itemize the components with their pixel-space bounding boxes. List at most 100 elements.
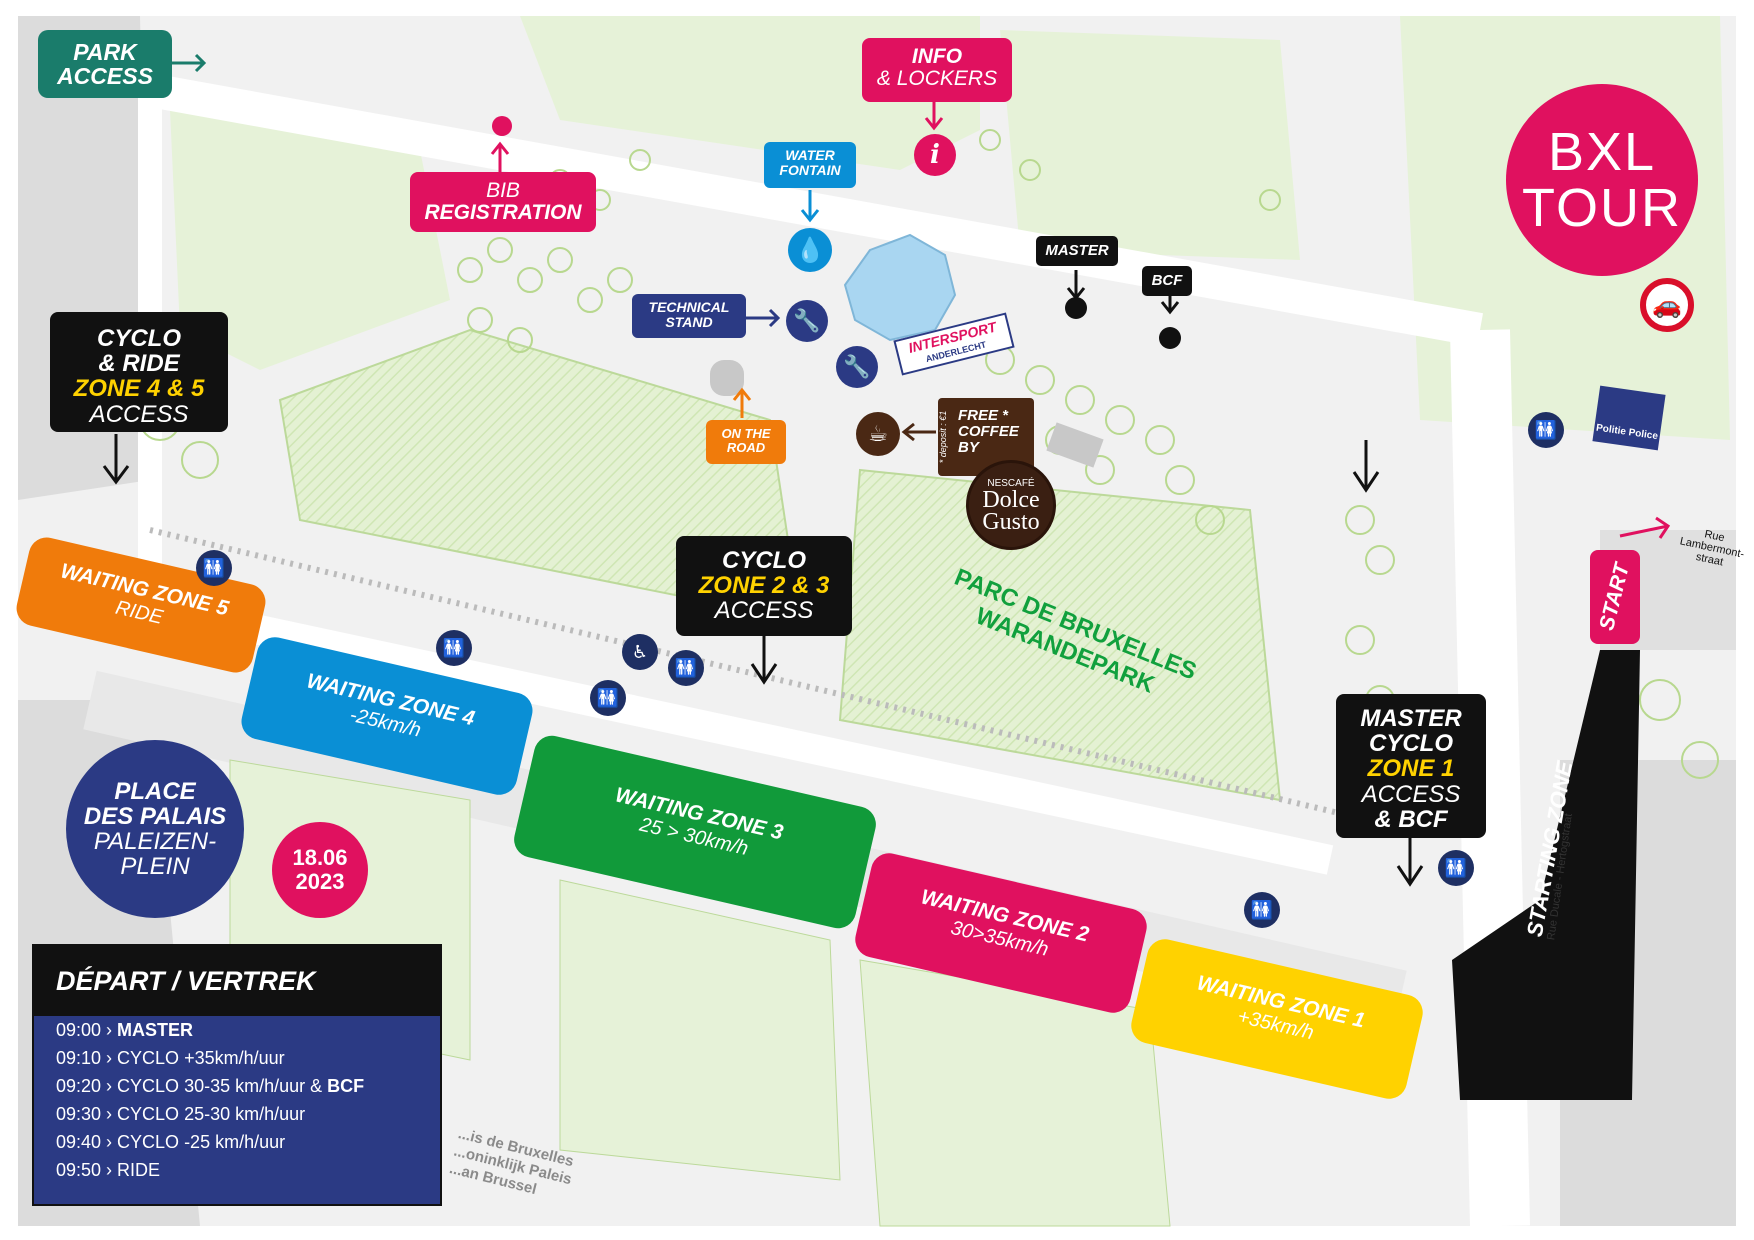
departure-row: 09:10 › CYCLO +35km/h/uur [56, 1048, 285, 1068]
technical-line1: TECHNICAL [648, 299, 730, 315]
departure-time: 09:00 [56, 1020, 102, 1040]
departure-row: 09:40 › CYCLO -25 km/h/uur [56, 1132, 286, 1152]
departure-time: 09:50 [56, 1160, 102, 1180]
access23-line2: ZONE 2 & 3 [698, 572, 830, 600]
master-tag: MASTER [1036, 236, 1118, 266]
coffee-deposit-note: * deposit : €1 [938, 410, 948, 464]
pavilion [710, 360, 744, 396]
police-label: Politie Police [1595, 422, 1659, 443]
water-line2: FONTAIN [779, 161, 841, 178]
place-line1: PLACE [114, 778, 196, 805]
departure-row: 09:20 › CYCLO 30-35 km/h/uur & BCF [56, 1076, 365, 1096]
info-line2: & LOCKERS [876, 67, 998, 91]
info-lockers-sign: INFO & LOCKERS [862, 38, 1012, 102]
kiosk [1046, 422, 1104, 468]
departure-schedule: DÉPART / VERTREK 09:00 › MASTER 09:10 › … [32, 944, 442, 1206]
wrench-icon-2: 🔧 [836, 346, 878, 388]
date-line1: 18.06 [292, 845, 348, 870]
access23-line3: ACCESS [714, 597, 814, 625]
access45-line3: ZONE 4 & 5 [73, 375, 205, 403]
starting-zone-strip [1452, 650, 1640, 1100]
access45-line2: & RIDE [98, 350, 180, 378]
logo-line1: BXL [1547, 122, 1657, 182]
toilet-icon: 🚻 [668, 650, 704, 686]
water-drop-icon: 💧 [788, 228, 832, 272]
departure-row: 09:30 › CYCLO 25-30 km/h/uur [56, 1104, 306, 1124]
info-line1: INFO [911, 45, 963, 68]
dolce-gusto-line2: Gusto [982, 508, 1040, 535]
departure-label: CYCLO -25 km/h/uur [117, 1132, 286, 1152]
place-line2: DES PALAIS [83, 803, 227, 830]
technical-stand-sign: TECHNICAL STAND [632, 294, 746, 338]
departure-title: DÉPART / VERTREK [34, 946, 440, 1016]
water-fontain-sign: WATER FONTAIN [764, 142, 856, 188]
date-line2: 2023 [295, 869, 345, 894]
departure-time: 09:40 [56, 1132, 102, 1152]
access1-line5: & BCF [1374, 805, 1448, 833]
departure-time: 09:20 [56, 1076, 102, 1096]
toilet-icon: 🚻 [590, 680, 626, 716]
departure-row: 09:00 › MASTER [56, 1020, 194, 1040]
coffee-sign: FREE * COFFEE BY [938, 398, 1034, 476]
police-sign: Politie Police [1592, 385, 1666, 451]
place-line3: PALEIZEN- [93, 828, 217, 855]
access45-line4: ACCESS [89, 400, 189, 428]
park-access-line1: PARK [73, 39, 137, 65]
on-the-road-line1: ON THE [721, 426, 771, 441]
bib-registration-sign: BIB REGISTRATION [410, 172, 596, 232]
departure-label: CYCLO +35km/h/uur [117, 1048, 285, 1068]
access23-line1: CYCLO [722, 547, 806, 574]
place-des-palais-badge: PLACE DES PALAIS PALEIZEN- PLEIN [66, 740, 244, 918]
access1-line2: CYCLO [1369, 730, 1453, 758]
lawn-north-west [170, 110, 450, 370]
bcf-tag: BCF [1142, 266, 1192, 296]
dolce-gusto-logo: NESCAFÉ Dolce Gusto [966, 460, 1056, 550]
departure-time: 09:10 [56, 1048, 102, 1068]
coffee-line3: BY [958, 438, 979, 456]
start-label: START [1595, 561, 1634, 633]
technical-line2: STAND [665, 313, 713, 330]
departure-label: CYCLO 30-35 km/h/uur & [117, 1076, 328, 1096]
coffee-line1: FREE * [958, 407, 1009, 424]
bib-line2: REGISTRATION [424, 201, 582, 225]
departure-label: CYCLO 25-30 km/h/uur [117, 1104, 306, 1124]
departure-label: MASTER [117, 1020, 194, 1040]
wrench-icon: 🔧 [786, 300, 828, 342]
water-line1: WATER [785, 147, 835, 163]
no-car-icon: 🚗 [1640, 278, 1694, 332]
dolce-gusto-line1: Dolce [982, 486, 1040, 513]
toilet-icon: 🚻 [1244, 892, 1280, 928]
date-badge: 18.06 2023 [272, 822, 368, 918]
access1-line3: ZONE 1 [1367, 755, 1455, 783]
toilet-icon: 🚻 [1438, 850, 1474, 886]
access1-line1: MASTER [1360, 705, 1462, 732]
departure-row: 09:50 › RIDE [56, 1160, 161, 1180]
access-zone-1-sign: MASTER CYCLO ZONE 1 ACCESS & BCF [1336, 694, 1486, 838]
toilet-icon: 🚻 [196, 550, 232, 586]
access1-line4: ACCESS [1361, 780, 1461, 808]
on-the-road-sign: ON THE ROAD [706, 420, 786, 464]
park-access-line2: ACCESS [57, 63, 153, 90]
access-zone-2-3-sign: CYCLO ZONE 2 & 3 ACCESS [676, 536, 852, 636]
place-line4: PLEIN [120, 853, 190, 880]
start-sign: START [1590, 550, 1640, 644]
park-access-sign: PARK ACCESS [38, 30, 172, 98]
lawn-north-east [1000, 30, 1300, 260]
on-the-road-line2: ROAD [726, 439, 766, 455]
dolce-gusto-brand-top: NESCAFÉ [987, 477, 1035, 489]
bxl-tour-logo: BXL TOUR [1506, 84, 1698, 276]
toilet-icon: 🚻 [436, 630, 472, 666]
departure-label: RIDE [117, 1160, 161, 1180]
access-zone-4-5-sign: CYCLO & RIDE ZONE 4 & 5 ACCESS [50, 312, 228, 432]
toilet-icon: 🚻 [1528, 412, 1564, 448]
wheelchair-icon: ♿ [622, 634, 658, 670]
garden-2 [559, 879, 841, 1181]
info-icon: i [914, 134, 956, 176]
coffee-cup-icon: ☕ [856, 412, 900, 456]
departure-label-bold: BCF [327, 1076, 365, 1096]
bib-line1: BIB [486, 179, 520, 202]
access45-line1: CYCLO [97, 325, 181, 352]
departure-time: 09:30 [56, 1104, 102, 1124]
